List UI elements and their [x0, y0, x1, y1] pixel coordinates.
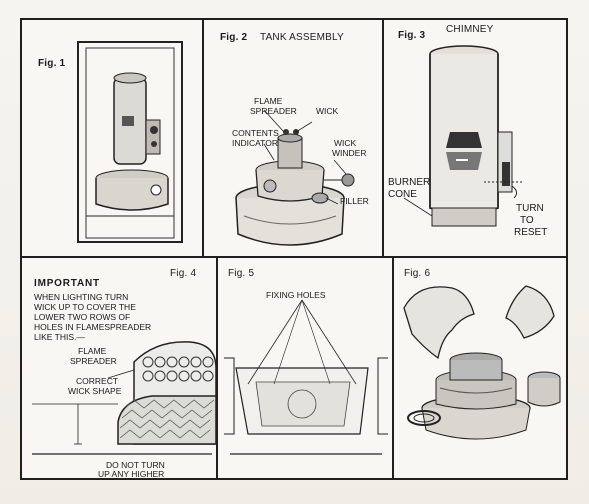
- heater-cabinet-illustration: [77, 41, 183, 243]
- figure-3-title: CHIMNEY: [446, 24, 494, 35]
- instruction-line-2: WICK UP TO COVER THE: [34, 302, 136, 312]
- figure-1-panel: Fig. 1: [20, 18, 206, 260]
- callout-flame-spreader-2: SPREADER: [70, 356, 117, 366]
- callout-do-not-turn-2: UP ANY HIGHER: [98, 469, 165, 479]
- figure-5-panel: Fig. 5 FIXING HOLES: [216, 256, 396, 480]
- instruction-line-1: WHEN LIGHTING TURN: [34, 292, 129, 302]
- callout-flame-spreader-1: FLAME: [254, 96, 283, 106]
- callout-turn-to-reset-2: TO: [520, 215, 534, 226]
- callout-wick: WICK: [316, 106, 339, 116]
- tank-assembly-illustration: [235, 109, 355, 246]
- figure-6-label: Fig. 6: [404, 268, 431, 279]
- chimney-illustration: [403, 45, 524, 227]
- callout-wick-winder-2: WINDER: [332, 148, 367, 158]
- figure-3-panel: Fig. 3 CHIMNEY BURNER CONE TURN TO RESET: [382, 18, 568, 260]
- callout-turn-to-reset-1: TURN: [516, 203, 544, 214]
- callout-wick-winder-1: WICK: [334, 138, 357, 148]
- callout-flame-spreader-2: SPREADER: [250, 106, 297, 116]
- figure-4-label: Fig. 4: [170, 268, 197, 279]
- flame-spreader-removal-illustration: [403, 285, 561, 440]
- callout-correct-wick-2: WICK SHAPE: [68, 386, 122, 396]
- callout-burner-cone-1: BURNER: [388, 177, 431, 188]
- callout-do-not-turn-1: DO NOT TURN: [106, 460, 165, 470]
- callout-contents-indicator-1: CONTENTS: [232, 128, 279, 138]
- instruction-line-3: LOWER TWO ROWS OF: [34, 312, 131, 322]
- fixing-holes-illustration: [224, 299, 388, 455]
- callout-fixing-holes: FIXING HOLES: [266, 290, 326, 300]
- figure-2-title: TANK ASSEMBLY: [260, 32, 344, 43]
- callout-flame-spreader-1: FLAME: [78, 346, 107, 356]
- figure-4-panel: Fig. 4 IMPORTANT WHEN LIGHTING TURN WICK…: [20, 256, 220, 480]
- callout-burner-cone-2: CONE: [388, 189, 417, 200]
- figure-6-panel: Fig. 6: [392, 256, 568, 480]
- figure-1-label: Fig. 1: [38, 58, 66, 69]
- figure-5-label: Fig. 5: [228, 268, 255, 279]
- important-heading: IMPORTANT: [34, 278, 100, 289]
- callout-correct-wick-1: CORRECT: [76, 376, 119, 386]
- callout-filler: FILLER: [340, 196, 369, 206]
- callout-contents-indicator-2: INDICATOR: [232, 138, 278, 148]
- flame-spreader-detail-illustration: [32, 341, 217, 455]
- figure-2-panel: Fig. 2 TANK ASSEMBLY FLAME SPREADER WICK…: [202, 18, 386, 260]
- instruction-line-4: HOLES IN FLAMESPREADER: [34, 322, 152, 332]
- instruction-line-5: LIKE THIS.—: [34, 332, 85, 342]
- callout-turn-to-reset-3: RESET: [514, 227, 548, 238]
- figure-2-label: Fig. 2: [220, 32, 248, 43]
- figure-3-label: Fig. 3: [398, 30, 426, 41]
